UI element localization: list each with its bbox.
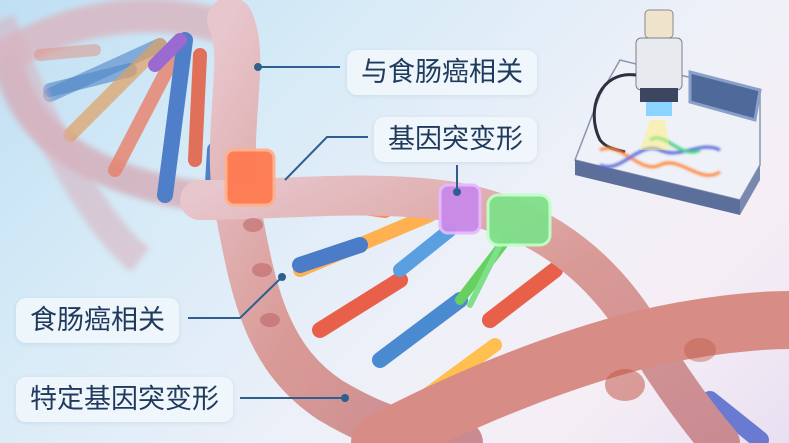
label-gene-mutation: 基因突变形 <box>374 117 537 162</box>
label-cancer-related: 食肠癌相关 <box>16 298 179 343</box>
highlight-bands <box>224 148 552 247</box>
label-specific-gene-mutation: 特定基因突变形 <box>16 377 233 422</box>
label-associated-with-cancer: 与食肠癌相关 <box>347 50 537 95</box>
leader-lines <box>188 63 461 402</box>
sequencer-device <box>573 9 762 215</box>
